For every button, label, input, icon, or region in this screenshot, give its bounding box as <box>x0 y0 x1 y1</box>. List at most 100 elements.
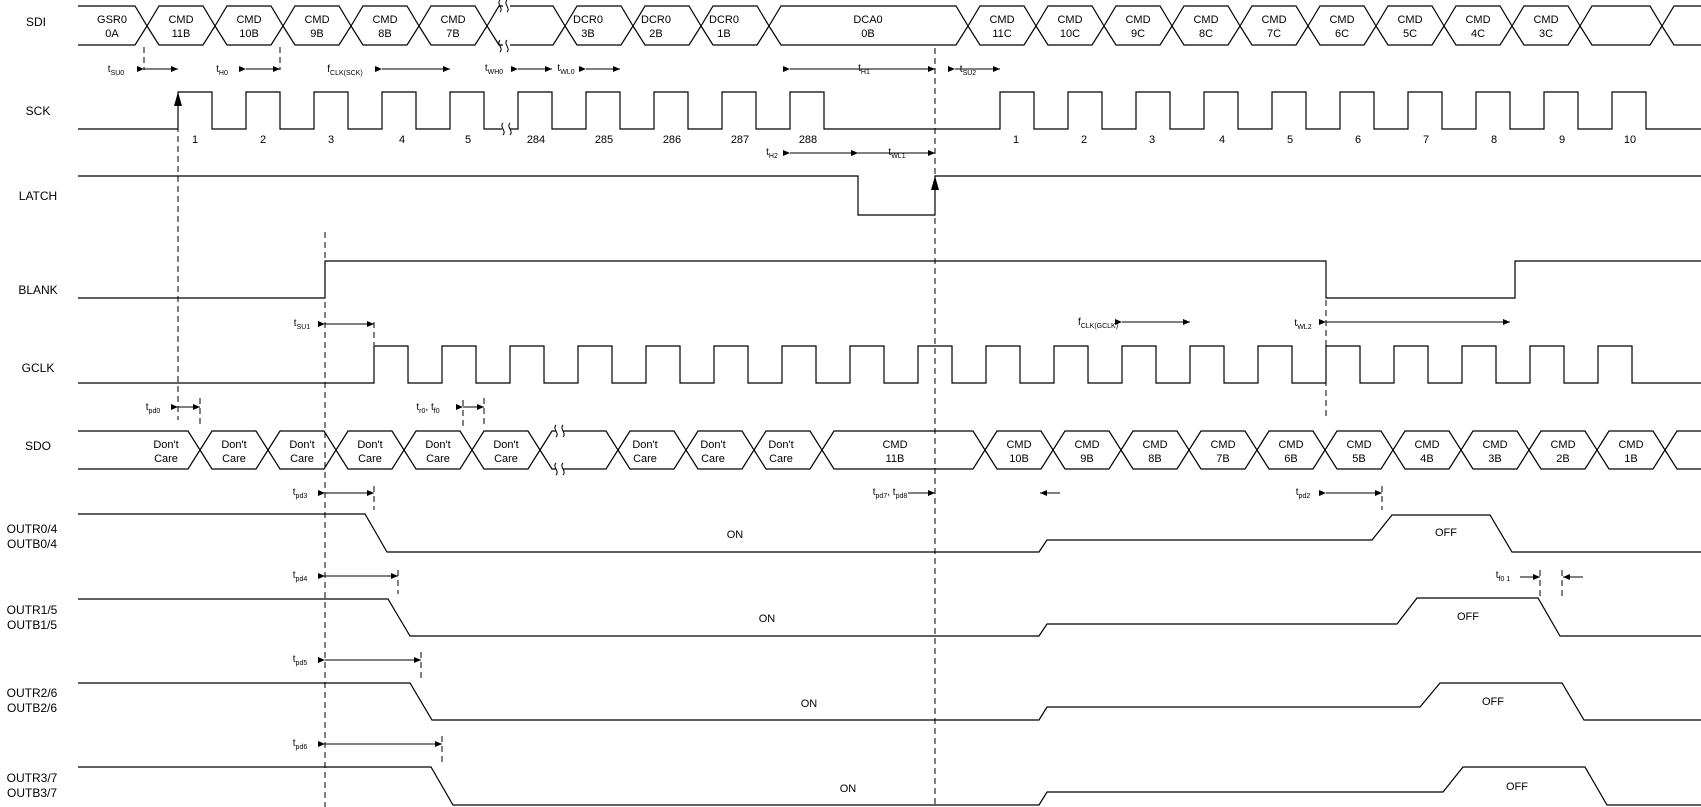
signal-label-outb2: OUTB2/6 <box>7 701 57 715</box>
sdi-cell-13-line1: CMD <box>1193 14 1218 26</box>
sdo-cell-5-line2: Care <box>494 453 518 465</box>
sdo-cell-labels: Don't Care Don't Care Don't Care Don't C… <box>153 439 1643 465</box>
sck-label-2nd-10: 10 <box>1624 134 1636 146</box>
sdi-cell-9-line1: DCA0 <box>853 14 882 26</box>
sdi-cell-6-line1: DCR0 <box>573 14 603 26</box>
twh0-label: tWH0 <box>485 63 503 76</box>
fclk-gclk-label: fCLK(GCLK) <box>1078 317 1118 330</box>
fclk-sck-label: fCLK(SCK) <box>327 64 362 77</box>
signal-label-outb1: OUTB1/5 <box>7 618 57 632</box>
sdi-cell-12-line1: CMD <box>1125 14 1150 26</box>
out3-on-label: ON <box>840 783 857 795</box>
twl2-label: tWL2 <box>1294 318 1311 331</box>
sdo-cell-14-line1: CMD <box>1278 439 1303 451</box>
sdo-cell-7-line2: Care <box>701 453 725 465</box>
sdo-cell-3-line2: Care <box>358 453 382 465</box>
sdo-cell-19-line2: 1B <box>1624 453 1637 465</box>
sdi-cell-14-line2: 7C <box>1267 28 1281 40</box>
th0-label: tH0 <box>216 64 228 77</box>
sdi-cell-0-line2: 0A <box>105 28 119 40</box>
sdi-cell-3-line1: CMD <box>304 14 329 26</box>
sdi-cell-14-line1: CMD <box>1261 14 1286 26</box>
sck-label-286: 286 <box>663 134 681 146</box>
sdo-cell-19-line1: CMD <box>1618 439 1643 451</box>
sdo-cell-14-line2: 6B <box>1284 453 1297 465</box>
sdo-cell-18-line2: 2B <box>1556 453 1569 465</box>
sdi-cell-labels: GSR0 0A CMD 11B CMD 10B CMD 9B CMD 8B CM… <box>97 14 1559 40</box>
out0-off-label: OFF <box>1435 527 1457 539</box>
sdo-cell-6-line1: Don't <box>632 439 657 451</box>
output-state-labels: ON OFF ON OFF ON OFF ON OFF <box>727 527 1529 795</box>
signal-label-outb0: OUTB0/4 <box>7 537 57 551</box>
sdi-cell-7-line2: 2B <box>649 28 662 40</box>
sck-label-285: 285 <box>595 134 613 146</box>
tsu0-label: tSU0 <box>108 64 125 77</box>
sck-label-2nd-5: 5 <box>1287 134 1293 146</box>
timing-labels: tSU0 tH0 fCLK(SCK) tWH0 tWL0 tH1 tSU2 tH… <box>108 63 1511 751</box>
out2-waveform <box>78 682 1701 721</box>
output-waveforms <box>78 513 1701 806</box>
tsu1-label: tSU1 <box>294 318 311 331</box>
sck-label-2nd-3: 3 <box>1149 134 1155 146</box>
sdi-cell-4-line1: CMD <box>372 14 397 26</box>
out2-off-label: OFF <box>1482 696 1504 708</box>
sck-label-2nd-6: 6 <box>1355 134 1361 146</box>
sck-latch-arrow-icon <box>174 92 182 106</box>
sck-label-3: 3 <box>328 134 334 146</box>
twl1-label: tWL1 <box>888 147 905 160</box>
sdo-cell-17-line1: CMD <box>1482 439 1507 451</box>
signal-label-outr1: OUTR1/5 <box>7 603 58 617</box>
sck-label-2nd-4: 4 <box>1219 134 1225 146</box>
tr0-tf0-label: tr0, tf0 <box>416 402 439 415</box>
signal-label-sdo: SDO <box>25 439 51 453</box>
sdi-cell-2-line2: 10B <box>239 28 259 40</box>
sdi-cell-5-line2: 7B <box>446 28 459 40</box>
sdo-cell-15-line1: CMD <box>1346 439 1371 451</box>
sdo-cell-5-line1: Don't <box>493 439 518 451</box>
out1-on-label: ON <box>759 613 776 625</box>
out1-waveform <box>78 597 1701 637</box>
signal-label-gclk: GCLK <box>22 361 55 375</box>
sdi-cell-17-line2: 4C <box>1471 28 1485 40</box>
sdo-cell-17-line2: 3B <box>1488 453 1501 465</box>
tsu2-label: tSU2 <box>960 64 977 77</box>
sdi-cell-4-line2: 8B <box>378 28 391 40</box>
sdi-cell-2-line1: CMD <box>236 14 261 26</box>
sdo-cell-16-line2: 4B <box>1420 453 1433 465</box>
sdo-cell-4-line1: Don't <box>425 439 450 451</box>
out2-on-label: ON <box>801 698 818 710</box>
tf1-label: tf0 1 <box>1496 570 1511 583</box>
sdi-cell-12-line2: 9C <box>1131 28 1145 40</box>
sck-label-2nd-2: 2 <box>1081 134 1087 146</box>
twl0-label: tWL0 <box>557 63 574 76</box>
out0-on-label: ON <box>727 529 744 541</box>
sdo-cell-12-line2: 8B <box>1148 453 1161 465</box>
reference-lines <box>143 47 1563 807</box>
sdo-cell-1-line2: Care <box>222 453 246 465</box>
signal-label-outr2: OUTR2/6 <box>7 686 58 700</box>
tpd2-label: tpd2 <box>1296 487 1311 500</box>
sdi-cell-18-line2: 3C <box>1539 28 1553 40</box>
sdo-cell-11-line2: 9B <box>1080 453 1093 465</box>
sdo-cell-8-line1: Don't <box>768 439 793 451</box>
sdo-cell-2-line1: Don't <box>289 439 314 451</box>
sck-label-287: 287 <box>731 134 749 146</box>
sdi-cell-1-line1: CMD <box>168 14 193 26</box>
blank-waveform <box>78 260 1701 299</box>
signal-label-latch: LATCH <box>19 189 57 203</box>
out0-waveform <box>78 513 1701 553</box>
sdi-cell-16-line1: CMD <box>1397 14 1422 26</box>
timing-arrows <box>137 66 1583 747</box>
sdi-cell-15-line1: CMD <box>1329 14 1354 26</box>
sdo-cell-8-line2: Care <box>769 453 793 465</box>
sdi-cell-15-line2: 6C <box>1335 28 1349 40</box>
sck-label-2: 2 <box>260 134 266 146</box>
latch-waveform <box>78 175 1701 216</box>
signal-label-sdi: SDI <box>26 15 46 29</box>
out3-off-label: OFF <box>1506 781 1528 793</box>
tpd6-label: tpd6 <box>293 738 308 751</box>
sdo-cell-9-line2: 11B <box>886 453 905 465</box>
th2-label: tH2 <box>766 147 778 160</box>
signal-label-blank: BLANK <box>18 283 57 297</box>
sdi-cell-16-line2: 5C <box>1403 28 1417 40</box>
